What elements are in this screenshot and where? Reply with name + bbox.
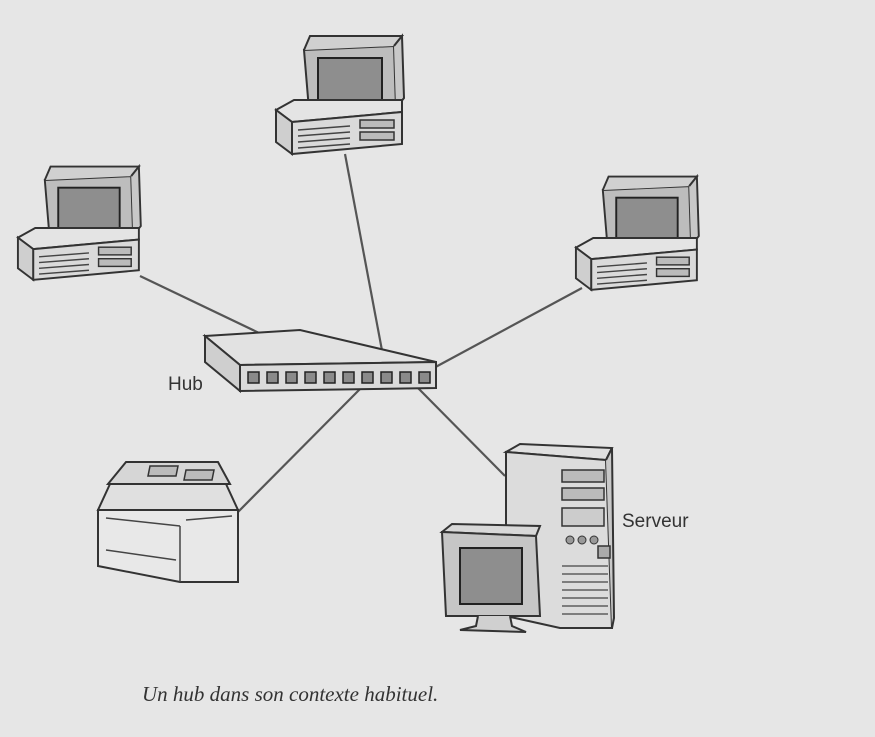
server-label: Serveur (622, 511, 689, 532)
desktop-computer-icon (16, 165, 142, 281)
hub-icon (202, 328, 437, 394)
figure-caption: Un hub dans son contexte habituel. (142, 682, 439, 706)
desktop-computer-icon (574, 175, 700, 291)
link-server (416, 386, 506, 477)
link-pc-top (343, 153, 389, 378)
printer-icon (96, 461, 240, 583)
link-pc-right (429, 287, 583, 371)
desktop-computer-icon (275, 35, 405, 155)
hub-label: Hub (168, 374, 203, 395)
monitor-icon (439, 522, 542, 633)
link-printer (237, 386, 363, 513)
